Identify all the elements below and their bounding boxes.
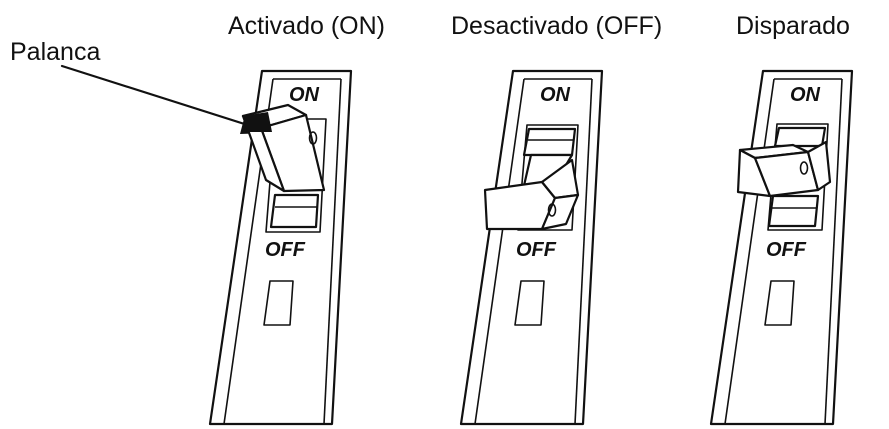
caption-tripped-state: Disparado bbox=[736, 12, 850, 40]
on-label: ON bbox=[289, 84, 320, 106]
breaker-off: ON OFF bbox=[459, 69, 604, 426]
caption-on-state: Activado (ON) bbox=[228, 12, 385, 40]
off-label: OFF bbox=[265, 239, 306, 261]
indicator-window bbox=[764, 280, 795, 326]
on-label: ON bbox=[790, 84, 821, 106]
breaker-tripped: ON OFF bbox=[709, 69, 854, 426]
off-label: OFF bbox=[516, 239, 557, 261]
breaker-on: ON OFF bbox=[208, 69, 353, 426]
caption-off-state: Desactivado (OFF) bbox=[451, 12, 663, 40]
indicator-window bbox=[514, 280, 545, 326]
off-label: OFF bbox=[766, 239, 807, 261]
indicator-window bbox=[263, 280, 294, 326]
caption-lever: Palanca bbox=[10, 38, 101, 66]
lever-leader-arrow bbox=[60, 64, 270, 134]
on-label: ON bbox=[540, 84, 571, 106]
